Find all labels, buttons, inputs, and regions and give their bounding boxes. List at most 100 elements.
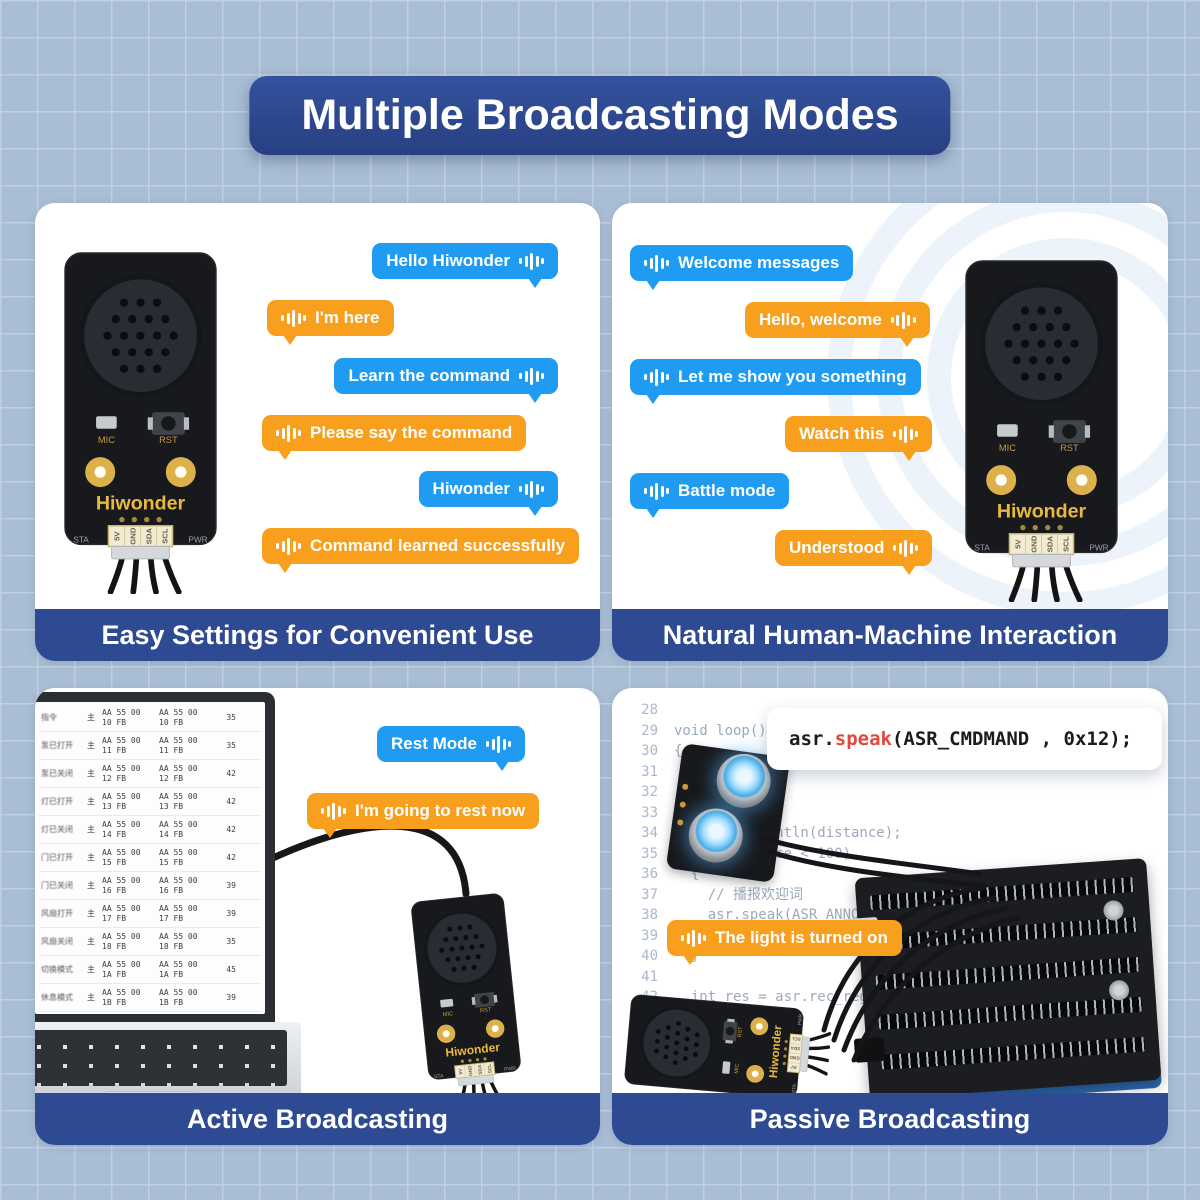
code-object: asr.: [789, 728, 835, 750]
bubble-text: The light is turned on: [715, 928, 888, 947]
code-line: 36 {: [641, 866, 700, 882]
serial-row: 确认 主 AA 55 001C FB AA 55 001C FB 42: [39, 1012, 261, 1014]
bubble-text: Hello Hiwonder: [386, 251, 510, 270]
serial-row-count: 35: [226, 713, 236, 722]
voice-module-board: [63, 251, 218, 594]
chat-bubble: Rest Mode: [377, 726, 525, 771]
bubble-text: I'm going to rest now: [355, 801, 526, 820]
chat-bubble: Understood: [775, 530, 933, 575]
chat-bubble: Learn the command: [334, 358, 558, 403]
serial-row-type: 主: [87, 937, 95, 946]
caption-passive-broadcasting: Passive Broadcasting: [612, 1093, 1168, 1145]
serial-row-label: 休息模式: [41, 993, 73, 1002]
serial-row-count: 35: [226, 937, 236, 946]
sound-wave-icon: [644, 368, 669, 386]
code-method: speak: [834, 728, 892, 750]
chat-bubble: Hiwonder: [418, 471, 558, 516]
solder-pad: [676, 819, 684, 826]
chat-bubble: Hello Hiwonder: [372, 243, 558, 288]
serial-row-label: 风扇打开: [41, 909, 73, 918]
serial-row-type: 主: [87, 713, 95, 722]
chat-bubble: Let me show you something: [630, 359, 921, 404]
bubble-text: Hello, welcome: [759, 310, 882, 329]
chat-bubble: Please say the command: [262, 415, 527, 460]
voice-module-board: [409, 892, 525, 1111]
bubble-text: Understood: [789, 538, 885, 557]
serial-row-label: 风扇关闭: [41, 937, 73, 946]
panel-easy-settings: Hello Hiwonder I'm here Learn the comman…: [35, 203, 600, 661]
ultrasonic-transducer: [685, 805, 747, 867]
code-line: 28: [641, 702, 658, 718]
chat-bubble: Hello, welcome: [745, 302, 930, 347]
bubble-text: Please say the command: [310, 423, 513, 442]
serial-row-count: 39: [226, 881, 236, 890]
bubble-text: Learn the command: [348, 366, 510, 385]
page-title: Multiple Broadcasting Modes: [249, 76, 951, 155]
voice-module-board: [623, 993, 833, 1102]
serial-row-label: 灯已关闭: [41, 825, 73, 834]
power-jack: [853, 1036, 886, 1063]
bubble-text: Welcome messages: [678, 253, 840, 272]
serial-row-type: 主: [87, 993, 95, 1002]
serial-row-count: 45: [226, 965, 236, 974]
code-line: 31: [641, 763, 658, 780]
serial-row-label: 泵已关闭: [41, 769, 73, 778]
sound-wave-icon: [644, 254, 669, 272]
arduino-sensor-shield: [841, 858, 1162, 1108]
sound-wave-icon: [281, 309, 306, 327]
serial-row-label: 灯已打开: [41, 797, 73, 806]
caption-human-machine: Natural Human-Machine Interaction: [612, 609, 1168, 661]
serial-row-count: 42: [226, 797, 236, 806]
serial-row-type: 主: [87, 769, 95, 778]
serial-row-type: 主: [87, 965, 95, 974]
bubble-text: Watch this: [799, 424, 885, 443]
code-args: (ASR_CMDMAND , 0x12);: [891, 728, 1133, 750]
chat-bubble: Command learned successfully: [262, 528, 580, 573]
ultrasonic-transducer: [713, 750, 775, 812]
serial-row-label: 切换模式: [41, 965, 73, 974]
sound-wave-icon: [321, 802, 346, 820]
serial-row-type: 主: [87, 797, 95, 806]
voice-module-board: [964, 259, 1119, 602]
solder-pad: [681, 783, 689, 791]
chat-bubble: The light is turned on: [667, 920, 902, 965]
serial-row-label: 门已打开: [41, 853, 73, 862]
chat-bubble: Welcome messages: [630, 245, 854, 290]
serial-row-count: 35: [226, 741, 236, 750]
serial-row-type: 主: [87, 825, 95, 834]
bubble-text: Hiwonder: [432, 479, 510, 498]
serial-row-count: 42: [226, 853, 236, 862]
bubble-text: I'm here: [315, 308, 380, 327]
caption-easy-settings: Easy Settings for Convenient Use: [35, 609, 600, 661]
bubble-text: Let me show you something: [678, 367, 907, 386]
sound-wave-icon: [519, 252, 544, 270]
chat-bubble: I'm here: [267, 300, 394, 345]
